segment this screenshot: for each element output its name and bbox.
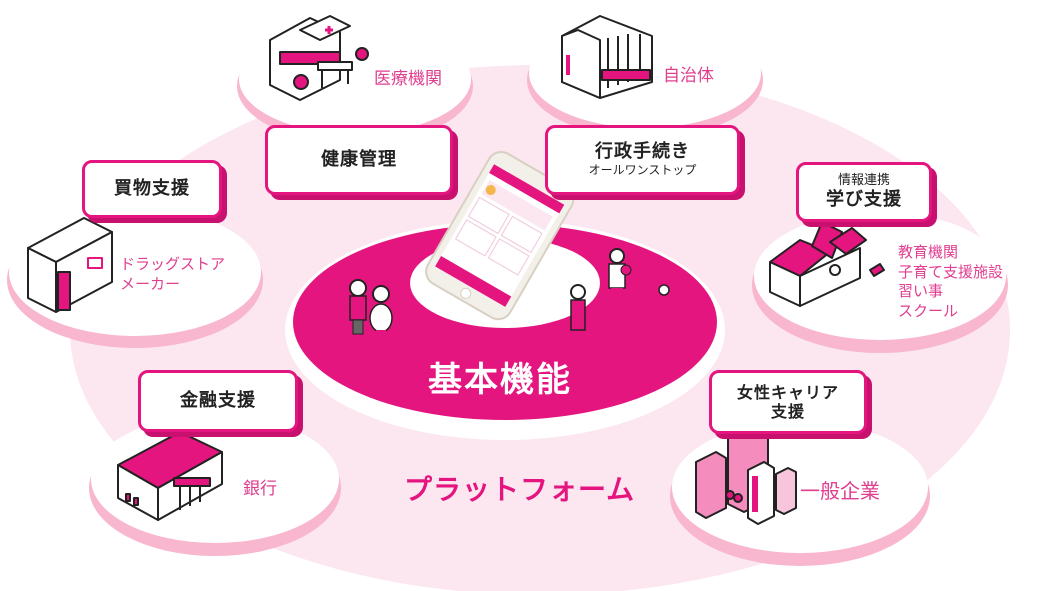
label-health-management: 健康管理 bbox=[321, 149, 397, 171]
hospital-icon bbox=[269, 15, 369, 101]
partner-learning: 教育機関 子育て支援施設 習い事 スクール bbox=[898, 243, 1003, 321]
node-career-label: 女性キャリア 支援 bbox=[709, 370, 867, 434]
node-finance-label: 金融支援 bbox=[138, 370, 298, 432]
partner-school: スクール bbox=[898, 301, 959, 320]
bank-icon bbox=[117, 431, 223, 521]
node-government-label: 行政手続き オールワンストップ bbox=[545, 125, 740, 195]
label-shopping-support: 買物支援 bbox=[114, 178, 190, 200]
people-couple-icon bbox=[349, 279, 393, 342]
drugstore-icon bbox=[27, 217, 113, 313]
partner-government: 自治体 bbox=[663, 66, 714, 86]
partner-childcare: 子育て支援施設 bbox=[898, 262, 1004, 281]
smartphone-app bbox=[425, 151, 575, 321]
partner-drugstore: ドラッグストア bbox=[120, 255, 226, 273]
node-learning-label: 情報連携 学び支援 bbox=[796, 162, 932, 222]
people-family-icon bbox=[570, 248, 670, 331]
label-career-line1: 女性キャリア bbox=[736, 382, 839, 402]
node-medical-label: 健康管理 bbox=[265, 125, 453, 195]
partner-shopping: ドラッグストア メーカー bbox=[120, 255, 225, 294]
node-shopping-label: 買物支援 bbox=[82, 160, 222, 218]
label-info-link: 情報連携 bbox=[837, 173, 890, 189]
city-hall-icon bbox=[561, 15, 653, 99]
label-learning-support: 学び支援 bbox=[826, 189, 902, 210]
label-finance-support: 金融支援 bbox=[180, 390, 256, 412]
partner-maker: メーカー bbox=[120, 274, 181, 293]
partner-career: 一般企業 bbox=[800, 479, 880, 503]
label-one-stop: オールワンストップ bbox=[588, 163, 697, 177]
label-career-line2: 支援 bbox=[770, 402, 805, 421]
label-admin-procedures: 行政手続き bbox=[595, 141, 690, 163]
partner-finance: 銀行 bbox=[243, 479, 277, 499]
partner-medical: 医療機関 bbox=[374, 69, 442, 89]
partner-lessons: 習い事 bbox=[898, 282, 944, 300]
core-title: 基本機能 bbox=[428, 360, 572, 400]
school-icon bbox=[769, 221, 885, 307]
platform-title: プラットフォーム bbox=[404, 473, 636, 506]
partner-education: 教育機関 bbox=[898, 243, 959, 261]
